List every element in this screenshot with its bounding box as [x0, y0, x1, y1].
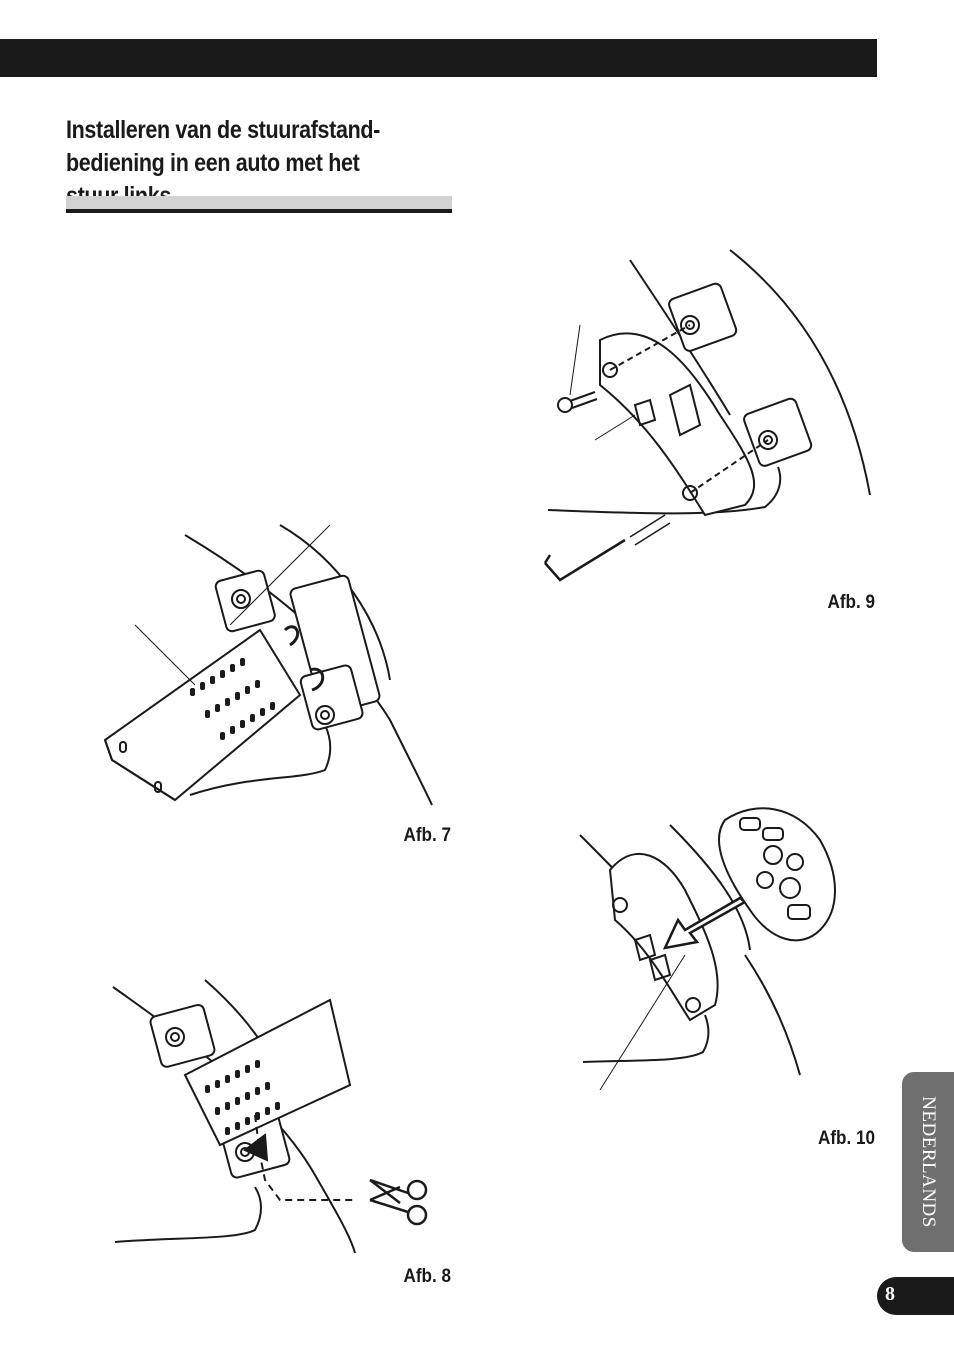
figure-10-illustration	[579, 807, 836, 1091]
arrow-icon	[662, 896, 748, 950]
figure-9-caption: Afb. 9	[827, 592, 875, 613]
language-tab: NEDERLANDS	[902, 1072, 954, 1252]
hex-key-icon	[543, 514, 671, 582]
figure-7-illustration	[103, 524, 433, 806]
heading-line-2: bediening in een auto met het	[66, 149, 360, 177]
language-tab-label: NEDERLANDS	[918, 1096, 939, 1228]
screw-icon	[557, 391, 598, 413]
page-number-badge: 8	[877, 1277, 954, 1315]
figure-8-illustration	[112, 979, 428, 1254]
figure-9-illustration	[543, 249, 871, 582]
heading-underline	[66, 196, 452, 215]
remote-control-icon	[718, 807, 836, 942]
heading-line-1: Installeren van de stuurafstand-	[66, 116, 380, 144]
figure-7-caption: Afb. 7	[403, 825, 451, 846]
section-heading: Installeren van de stuurafstand- bedieni…	[66, 114, 401, 213]
header-bar	[0, 39, 877, 77]
page-number: 8	[885, 1283, 895, 1305]
scissors-icon	[369, 1178, 428, 1226]
figure-8-caption: Afb. 8	[403, 1266, 451, 1287]
figure-10-caption: Afb. 10	[817, 1128, 875, 1149]
